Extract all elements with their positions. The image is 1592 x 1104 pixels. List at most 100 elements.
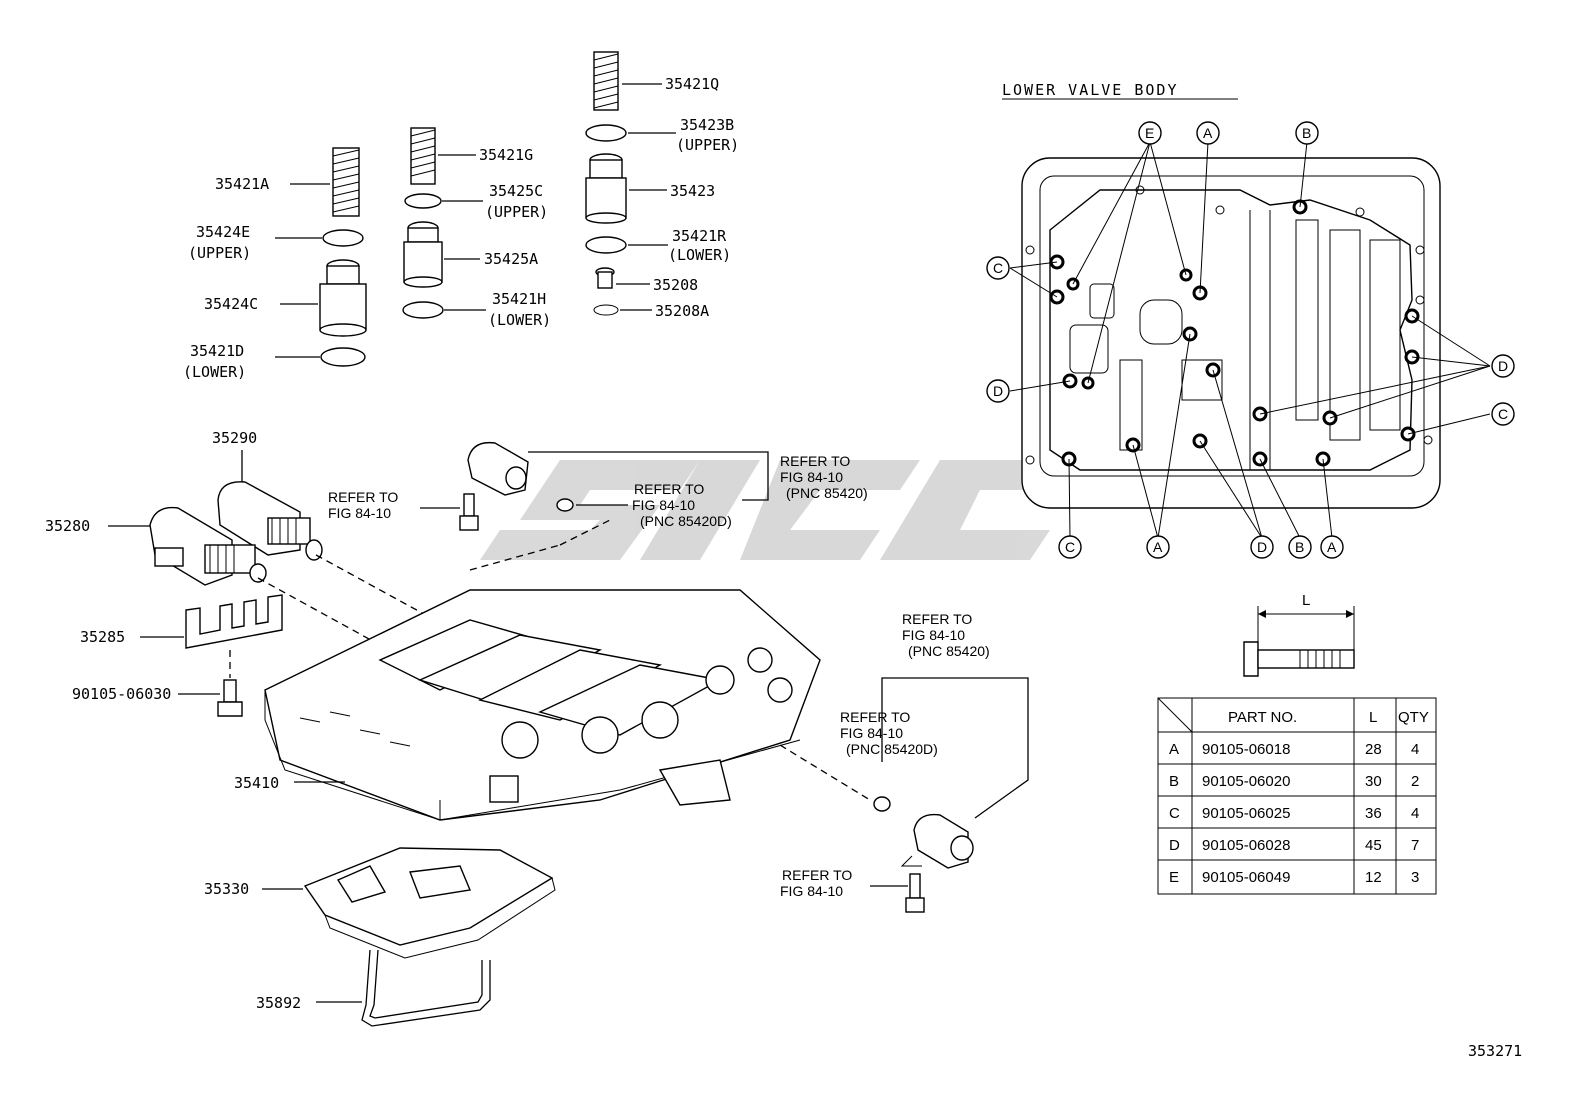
refer6-line2: FIG 84-10: [780, 883, 843, 899]
label-35280: 35280: [45, 517, 90, 535]
svg-text:4: 4: [1411, 805, 1419, 822]
refer3-line2: FIG 84-10: [780, 469, 843, 485]
callout-A-bottom-1: A: [1146, 535, 1170, 559]
refer3-line1: REFER TO: [780, 453, 850, 469]
label-35410: 35410: [234, 774, 279, 792]
callout-C-right: C: [1491, 402, 1515, 426]
lower-valve-body-plan: [1021, 157, 1441, 509]
label-35421D: 35421D: [190, 342, 244, 360]
oring-35421H: [402, 301, 444, 319]
spring-35421Q: [593, 51, 619, 111]
svg-text:E: E: [1145, 125, 1154, 141]
label-35425C: 35425C: [489, 182, 543, 200]
refer4-line2: FIG 84-10: [902, 627, 965, 643]
label-35208A: 35208A: [655, 302, 709, 320]
label-35421Q: 35421Q: [665, 75, 719, 93]
callout-D-left: D: [986, 379, 1010, 403]
refer5-line2: FIG 84-10: [840, 725, 903, 741]
refer6-line1: REFER TO: [782, 867, 852, 883]
svg-text:C: C: [1169, 805, 1180, 822]
table-header-qty: QTY: [1398, 709, 1429, 726]
label-90105-06030: 90105-06030: [72, 685, 171, 703]
label-35892: 35892: [256, 994, 301, 1012]
refer2-line2: FIG 84-10: [632, 497, 695, 513]
table-header-l: L: [1369, 709, 1377, 726]
refer5-line3: (PNC 85420D): [846, 741, 938, 757]
label-35290: 35290: [212, 429, 257, 447]
svg-text:A: A: [1153, 539, 1163, 555]
label-35421D-sub: (LOWER): [183, 363, 246, 381]
sleeve-35423: [585, 153, 627, 224]
svg-text:90105-06028: 90105-06028: [1202, 837, 1290, 854]
solenoid-35280: [149, 506, 267, 586]
solenoid-35290: [217, 481, 323, 561]
table-row: B 90105-06020 30 2: [1169, 773, 1419, 790]
svg-text:90105-06018: 90105-06018: [1202, 741, 1290, 758]
refer4-line3: (PNC 85420): [908, 643, 990, 659]
oring-35424E: [322, 229, 364, 247]
oring-85420D-upper: [556, 498, 574, 512]
callout-B-bottom: B: [1288, 535, 1312, 559]
svg-text:4: 4: [1411, 741, 1419, 758]
sleeve-35424C: [319, 259, 367, 337]
label-35421G: 35421G: [479, 146, 533, 164]
refer1-line2: FIG 84-10: [328, 505, 391, 521]
svg-text:A: A: [1169, 741, 1179, 758]
oring-35421R: [585, 236, 627, 254]
table-row: D 90105-06028 45 7: [1169, 837, 1419, 854]
svg-text:90105-06020: 90105-06020: [1202, 773, 1290, 790]
spring-35421G: [410, 127, 436, 185]
refer3-line3: (PNC 85420): [786, 485, 868, 501]
table-header-part-no: PART NO.: [1228, 709, 1297, 726]
label-35285: 35285: [80, 628, 125, 646]
svg-text:30: 30: [1365, 773, 1382, 790]
bolt-table: [1157, 697, 1437, 895]
svg-text:A: A: [1327, 539, 1337, 555]
refer5-line1: REFER TO: [840, 709, 910, 725]
label-35421A: 35421A: [215, 175, 269, 193]
svg-text:C: C: [1498, 406, 1508, 422]
callout-C-bottom: C: [1058, 535, 1082, 559]
oring-35421D: [320, 347, 366, 367]
plug-35208: [595, 267, 615, 289]
refer2-line1: REFER TO: [634, 481, 704, 497]
svg-text:B: B: [1302, 125, 1311, 141]
callout-D-bottom: D: [1250, 535, 1274, 559]
refer2-line3: (PNC 85420D): [640, 513, 732, 529]
strainer-35330: [303, 847, 556, 959]
table-row: E 90105-06049 12 3: [1169, 869, 1419, 886]
callout-C-left: C: [986, 256, 1010, 280]
svg-text:36: 36: [1365, 805, 1382, 822]
label-35423B-sub: (UPPER): [676, 136, 739, 154]
svg-text:D: D: [1498, 358, 1508, 374]
svg-text:2: 2: [1411, 773, 1419, 790]
label-35423: 35423: [670, 182, 715, 200]
oring-35423B: [585, 124, 627, 142]
solenoid-85420-upper: [467, 441, 529, 496]
table-row: C 90105-06025 36 4: [1169, 805, 1419, 822]
bracket-35285: [185, 594, 283, 649]
oring-85420D-lower: [873, 796, 891, 812]
figure-number: 353271: [1468, 1042, 1522, 1060]
callout-A-bottom-2: A: [1320, 535, 1344, 559]
sleeve-35425A: [403, 221, 443, 288]
svg-text:D: D: [1169, 837, 1180, 854]
spring-35421A: [332, 147, 360, 217]
refer4-line1: REFER TO: [902, 611, 972, 627]
label-35421H: 35421H: [492, 290, 546, 308]
solenoid-85420-lower: [900, 813, 974, 869]
label-35424E: 35424E: [196, 223, 250, 241]
bolt-90105-06030: [217, 679, 243, 717]
svg-text:B: B: [1295, 539, 1304, 555]
dimension-label: L: [1302, 592, 1310, 609]
valve-body-35410: [264, 589, 821, 821]
callout-A-top: A: [1196, 121, 1220, 145]
svg-text:D: D: [1257, 539, 1267, 555]
label-35425A: 35425A: [484, 250, 538, 268]
label-35421H-sub: (LOWER): [488, 311, 551, 329]
callout-B-top: B: [1295, 121, 1319, 145]
svg-text:90105-06049: 90105-06049: [1202, 869, 1290, 886]
svg-text:C: C: [1065, 539, 1075, 555]
label-35208: 35208: [653, 276, 698, 294]
